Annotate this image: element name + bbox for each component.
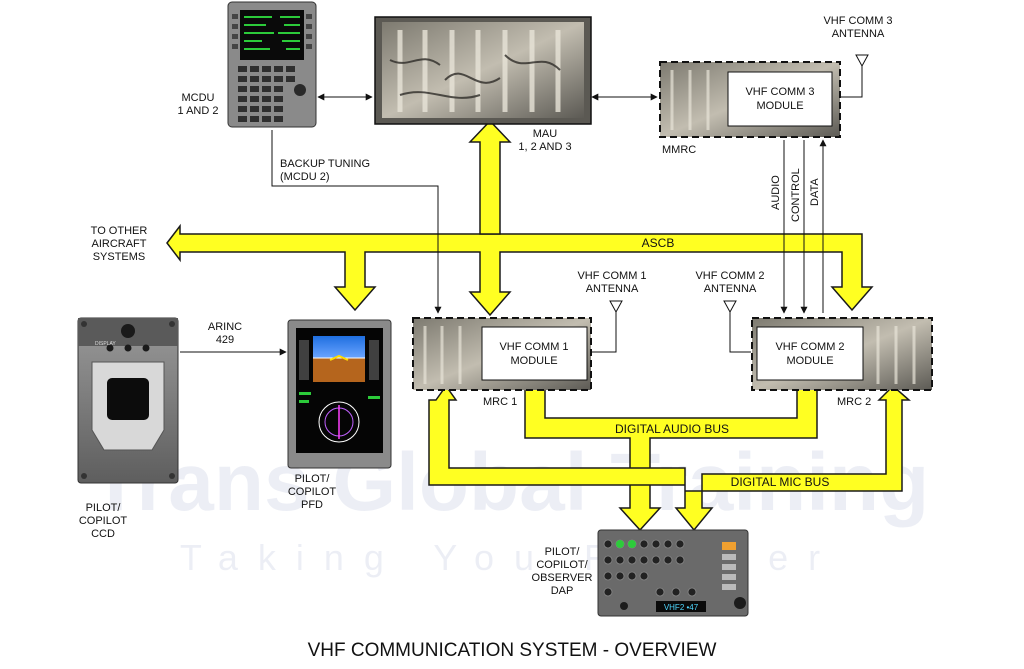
svg-text:PILOT/: PILOT/ <box>86 502 122 514</box>
ccd-unit: DISPLAY <box>77 317 179 484</box>
svg-text:ANTENNA: ANTENNA <box>832 28 885 40</box>
svg-text:VHF COMM 1: VHF COMM 1 <box>499 341 568 353</box>
audio-label: AUDIO <box>770 175 782 210</box>
to-other-systems-label: TO OTHER AIRCRAFT SYSTEMS <box>91 225 148 263</box>
data-label: DATA <box>809 178 821 206</box>
svg-text:VHF COMM 1: VHF COMM 1 <box>577 270 646 282</box>
pfd-unit <box>287 319 392 469</box>
mcdu-label: MCDU 1 AND 2 <box>178 92 219 117</box>
vhf2-module: VHF COMM 2 MODULE <box>756 326 864 381</box>
dap-unit: VHF2 •47 <box>597 529 749 617</box>
svg-text:ANTENNA: ANTENNA <box>586 283 639 295</box>
svg-text:MAU: MAU <box>533 128 558 140</box>
svg-text:429: 429 <box>216 334 234 346</box>
mmrc-label: MMRC <box>662 144 696 156</box>
arinc-label: ARINC 429 <box>208 321 242 346</box>
svg-text:1 AND 2: 1 AND 2 <box>178 105 219 117</box>
svg-text:COPILOT: COPILOT <box>79 515 128 527</box>
svg-text:1, 2 AND 3: 1, 2 AND 3 <box>518 141 571 153</box>
svg-text:PILOT/: PILOT/ <box>295 473 331 485</box>
svg-text:TO OTHER: TO OTHER <box>91 225 148 237</box>
control-label: CONTROL <box>790 168 802 222</box>
svg-text:MODULE: MODULE <box>786 355 833 367</box>
svg-text:PILOT/: PILOT/ <box>545 546 581 558</box>
ccd-label: PILOT/ COPILOT CCD <box>79 502 128 540</box>
digital-mic-bus-label: DIGITAL MIC BUS <box>731 475 830 489</box>
digital-mic-bus <box>428 384 911 532</box>
ascb-bus <box>166 119 874 317</box>
svg-text:AIRCRAFT: AIRCRAFT <box>92 238 147 250</box>
svg-text:OBSERVER: OBSERVER <box>532 572 593 584</box>
svg-text:VHF COMM 3: VHF COMM 3 <box>745 86 814 98</box>
diagram-title: VHF COMMUNICATION SYSTEM - OVERVIEW <box>308 640 717 661</box>
svg-text:MODULE: MODULE <box>510 355 557 367</box>
ascb-label: ASCB <box>642 236 675 250</box>
digital-audio-bus-label: DIGITAL AUDIO BUS <box>615 422 729 436</box>
vhf1-module: VHF COMM 1 MODULE <box>481 326 588 381</box>
backup-tuning-label: BACKUP TUNING (MCDU 2) <box>280 158 370 183</box>
vhf3-antenna-icon <box>855 54 869 68</box>
watermark: Trans Global Training Taking You Further <box>91 437 929 578</box>
svg-text:ARINC: ARINC <box>208 321 242 333</box>
svg-text:PFD: PFD <box>301 499 323 511</box>
connector-lines <box>180 66 863 356</box>
vhf3-antenna-label: VHF COMM 3 ANTENNA <box>823 15 892 40</box>
svg-text:MCDU: MCDU <box>182 92 215 104</box>
ccd-display-label: DISPLAY <box>95 341 116 347</box>
svg-text:BACKUP TUNING: BACKUP TUNING <box>280 158 370 170</box>
svg-text:CCD: CCD <box>91 528 115 540</box>
svg-text:MODULE: MODULE <box>756 100 803 112</box>
svg-text:(MCDU 2): (MCDU 2) <box>280 171 330 183</box>
pfd-label: PILOT/ COPILOT PFD <box>288 473 337 511</box>
mau-label: MAU 1, 2 AND 3 <box>518 128 571 153</box>
vhf1-antenna-label: VHF COMM 1 ANTENNA <box>577 270 646 295</box>
vhf1-antenna-icon <box>609 300 623 314</box>
vhf2-antenna-icon <box>723 300 737 314</box>
svg-text:VHF COMM 2: VHF COMM 2 <box>775 341 844 353</box>
mrc1-label: MRC 1 <box>483 396 517 408</box>
svg-text:ANTENNA: ANTENNA <box>704 283 757 295</box>
mau-unit <box>374 16 592 125</box>
svg-text:SYSTEMS: SYSTEMS <box>93 251 146 263</box>
svg-text:COPILOT/: COPILOT/ <box>536 559 588 571</box>
svg-text:VHF COMM 3: VHF COMM 3 <box>823 15 892 27</box>
vhf3-module: VHF COMM 3 MODULE <box>727 71 833 127</box>
dap-label: PILOT/ COPILOT/ OBSERVER DAP <box>532 546 593 597</box>
mrc2-label: MRC 2 <box>837 396 871 408</box>
dap-display-text: VHF2 •47 <box>664 603 699 612</box>
vhf2-antenna-label: VHF COMM 2 ANTENNA <box>695 270 764 295</box>
svg-text:COPILOT: COPILOT <box>288 486 337 498</box>
svg-text:VHF COMM 2: VHF COMM 2 <box>695 270 764 282</box>
mcdu-unit <box>227 1 317 128</box>
svg-text:DAP: DAP <box>551 585 574 597</box>
